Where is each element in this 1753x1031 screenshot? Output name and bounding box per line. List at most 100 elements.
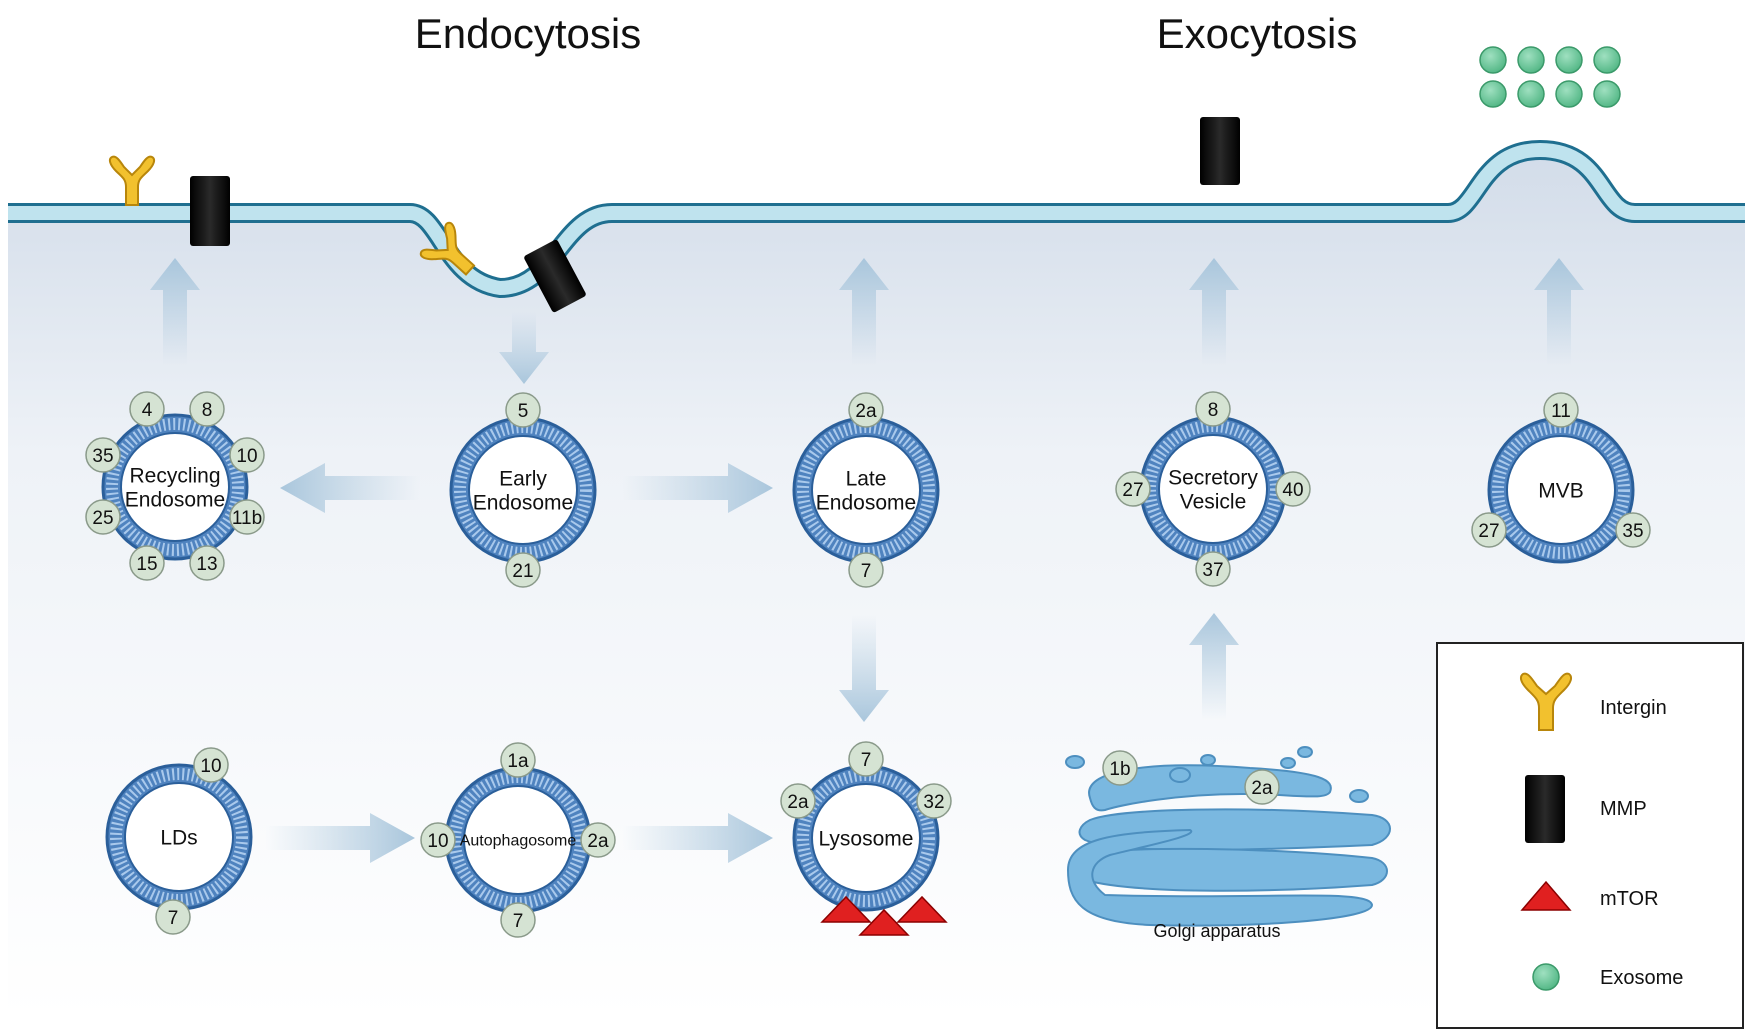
golgi-vesicle bbox=[1200, 754, 1216, 766]
rab-badge bbox=[1615, 512, 1651, 548]
legend: Intergin MMP mTOR Exosome bbox=[1436, 642, 1744, 1029]
rab-badge-label: 40 bbox=[1282, 480, 1303, 501]
lds-lumen bbox=[124, 782, 234, 892]
rab-badge-label: 2a bbox=[1251, 778, 1273, 799]
rab-badge-label: 2a bbox=[587, 831, 609, 852]
rab-badge-label: 35 bbox=[1622, 521, 1643, 542]
rab-badge-label: 1b bbox=[1109, 759, 1130, 780]
integrin-icon bbox=[1519, 672, 1573, 731]
exocytosis-title: Exocytosis bbox=[1157, 10, 1358, 57]
rab-badge bbox=[129, 391, 165, 427]
rab-badge bbox=[505, 552, 541, 588]
mtor-cluster bbox=[820, 895, 948, 936]
arrow-secretory-to-membrane bbox=[1189, 258, 1239, 365]
legend-label-exosome: Exosome bbox=[1600, 967, 1683, 989]
rab-badge bbox=[500, 742, 536, 778]
arrow-early-to-late bbox=[622, 463, 773, 513]
mmp-icon bbox=[1200, 117, 1240, 185]
rab-badge-label: 11 bbox=[1551, 401, 1571, 422]
rab-badge bbox=[848, 552, 884, 588]
mmp-icon bbox=[1525, 775, 1565, 843]
rab-badge bbox=[580, 822, 616, 858]
exosome-icon bbox=[1517, 46, 1545, 74]
arrow-recycling-to-membrane bbox=[150, 258, 200, 365]
rab-badge bbox=[916, 783, 952, 819]
mmp-icon bbox=[190, 176, 230, 246]
golgi-label: Golgi apparatus bbox=[1153, 921, 1280, 941]
integrin-icon bbox=[108, 155, 156, 206]
rab-badge-label: 2a bbox=[855, 401, 877, 422]
arrow-late-to-membrane bbox=[839, 258, 889, 365]
rab-badge bbox=[229, 437, 265, 473]
rab-badge-label: 10 bbox=[236, 446, 257, 467]
exosome-icon bbox=[1593, 80, 1621, 108]
golgi-apparatus: 1b 2a Golgi apparatus bbox=[1065, 746, 1391, 941]
rab-badge-label: 15 bbox=[136, 554, 157, 575]
arrow-late-to-lysosome bbox=[839, 615, 889, 722]
exosome-icon bbox=[1555, 46, 1583, 74]
rab-badge-label: 7 bbox=[861, 750, 872, 771]
rab-badge bbox=[1244, 769, 1280, 805]
lysosome-label: Lysosome bbox=[819, 827, 914, 850]
exosome-cluster bbox=[1479, 46, 1621, 108]
rab-badge bbox=[1275, 471, 1311, 507]
arrow-golgi-to-secretory bbox=[1189, 613, 1239, 720]
rab-badge bbox=[189, 545, 225, 581]
exosome-icon bbox=[1532, 963, 1560, 991]
rab-badge-label: 7 bbox=[168, 908, 179, 929]
late-lumen bbox=[811, 435, 921, 545]
rab-badge-label: 27 bbox=[1122, 480, 1143, 501]
rab-badge bbox=[155, 899, 191, 935]
rab-badge-label: 21 bbox=[512, 561, 533, 582]
exosome-icon bbox=[1555, 80, 1583, 108]
exosome-icon bbox=[1593, 46, 1621, 74]
legend-box bbox=[1436, 642, 1744, 1029]
rab-badge bbox=[129, 545, 165, 581]
rab-badge-label: 7 bbox=[861, 561, 872, 582]
legend-label-mtor: mTOR bbox=[1600, 888, 1659, 910]
arrow-membrane-to-early bbox=[499, 312, 549, 384]
golgi-cisterna bbox=[1066, 828, 1374, 927]
arrow-mvb-to-membrane bbox=[1534, 258, 1584, 365]
rab-badge-label: 13 bbox=[196, 554, 217, 575]
rab-badge bbox=[189, 391, 225, 427]
legend-label-integrin: Intergin bbox=[1600, 697, 1667, 719]
rab-badge bbox=[1102, 750, 1138, 786]
rab-badge-label: 32 bbox=[923, 792, 944, 813]
rab-badge bbox=[848, 741, 884, 777]
arrow-autophagosome-to-lysosome bbox=[622, 813, 773, 863]
rab-badge bbox=[500, 902, 536, 938]
integrin-icon bbox=[419, 221, 476, 276]
rab-badge-label: 10 bbox=[427, 831, 448, 852]
rab-badge-label: 11b bbox=[232, 508, 262, 529]
rab-badge bbox=[229, 499, 265, 535]
rab-badge-label: 37 bbox=[1202, 560, 1223, 581]
golgi-vesicle bbox=[1280, 757, 1296, 769]
rab-badge bbox=[848, 392, 884, 428]
mtor-icon bbox=[858, 908, 910, 936]
rab-badge-label: 25 bbox=[92, 508, 113, 529]
golgi-vesicle bbox=[1169, 767, 1191, 783]
rab-badge bbox=[193, 747, 229, 783]
rab-badge-label: 35 bbox=[92, 446, 113, 467]
legend-label-mmp: MMP bbox=[1600, 798, 1647, 820]
recycling-lipid-layer bbox=[106, 418, 244, 556]
rab-badge-label: 8 bbox=[202, 400, 213, 421]
mvb-label: MVB bbox=[1538, 479, 1584, 502]
rab-badge-label: 8 bbox=[1208, 400, 1219, 421]
rab-badge bbox=[505, 392, 541, 428]
rab-badge bbox=[85, 499, 121, 535]
secretory-lumen bbox=[1158, 434, 1268, 544]
endocytosis-title: Endocytosis bbox=[415, 10, 641, 57]
exosome-icon bbox=[1517, 80, 1545, 108]
golgi-cisterna bbox=[1073, 847, 1388, 892]
